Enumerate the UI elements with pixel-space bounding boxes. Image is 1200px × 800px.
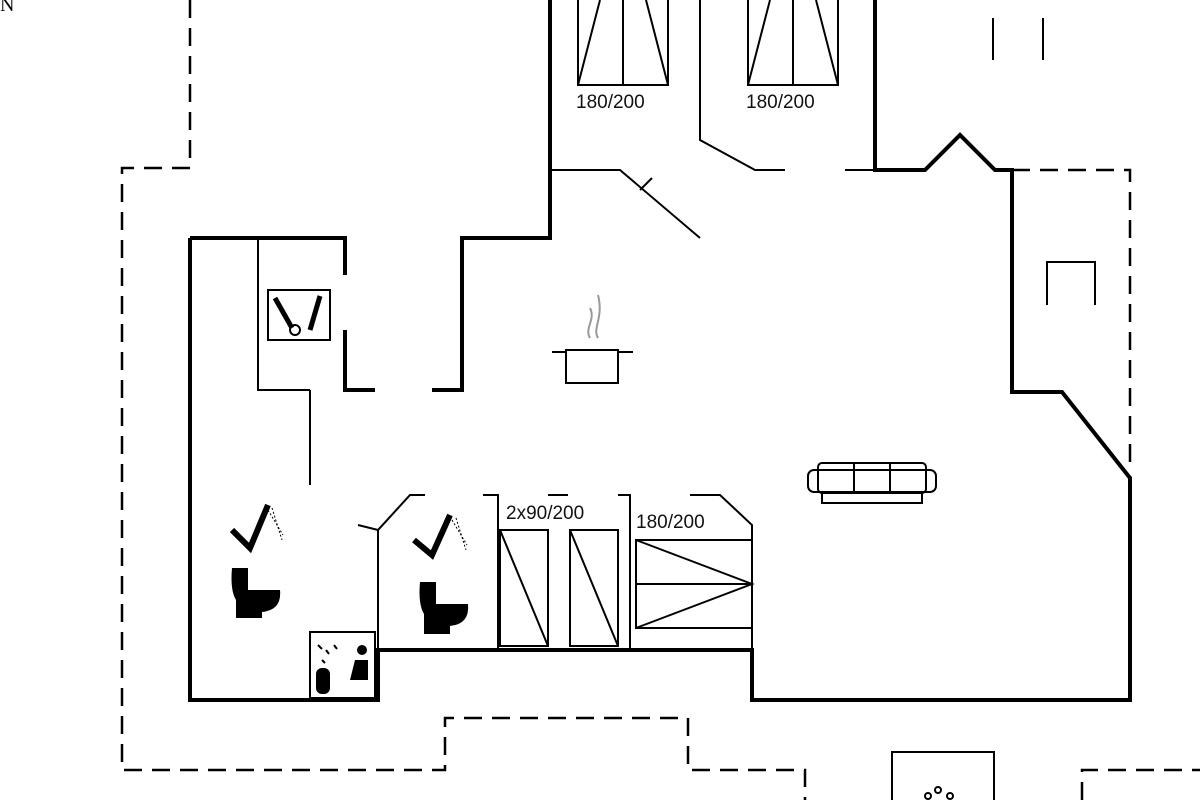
- bed-size-label: 2x90/200: [506, 503, 585, 524]
- bed-double: [635, 539, 755, 629]
- bed-size-label: 180/200: [576, 92, 645, 113]
- toilet-icon: [419, 582, 469, 634]
- kitchen-pot-icon: [552, 294, 633, 384]
- toilet-icon: [231, 568, 281, 618]
- sofa-icon: [807, 462, 937, 504]
- bed-single-1: [499, 529, 549, 647]
- bed-top-right: [747, 0, 839, 86]
- top-right-marks: [992, 18, 1044, 60]
- bed-single-2: [569, 529, 619, 647]
- whirlpool-icon: [924, 786, 954, 800]
- interior-walls: [257, 0, 875, 650]
- closet: [1046, 261, 1096, 305]
- shower-icon: [229, 503, 284, 554]
- utility-icon: [267, 289, 331, 341]
- shower-icon: [412, 513, 468, 560]
- bed-top-left: [577, 0, 669, 86]
- terrace-outline: [120, 0, 1200, 800]
- outer-walls: [188, 0, 1132, 702]
- bed-size-label: 180/200: [636, 512, 705, 533]
- compass-north-label: N: [0, 0, 15, 16]
- outdoor-box: [891, 751, 995, 800]
- sauna-icon: [309, 631, 376, 699]
- bed-size-label: 180/200: [746, 92, 815, 113]
